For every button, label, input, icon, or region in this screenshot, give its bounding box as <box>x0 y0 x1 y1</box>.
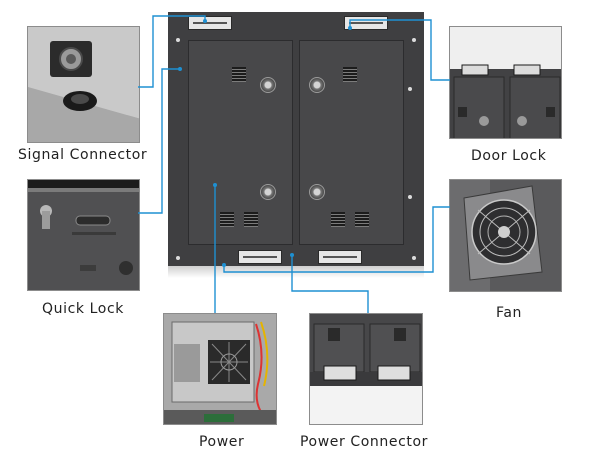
fan-leader <box>223 206 450 273</box>
power-connector-leader <box>291 255 369 313</box>
fan-photo <box>449 179 562 292</box>
door-lock-illustration <box>450 27 561 138</box>
bolt-icon <box>176 256 180 260</box>
power-label: Power <box>199 434 245 450</box>
quick-lock-photo <box>27 179 140 291</box>
door-lock-knob-icon <box>260 184 276 200</box>
fan-label: Fan <box>496 305 523 321</box>
signal-connector-label: Signal Connector <box>18 147 148 163</box>
power-connector-label: Power Connector <box>300 434 428 450</box>
quick-lock-leader <box>138 68 180 214</box>
door-lock-anchor <box>348 26 352 30</box>
door-lock-leader <box>349 19 450 81</box>
quick-lock-label: Quick Lock <box>42 301 124 317</box>
door-lock-knob-icon <box>309 184 325 200</box>
door-lock-photo <box>449 26 562 139</box>
bolt-icon <box>408 87 412 91</box>
signal-connector-leader <box>138 15 206 88</box>
quick-lock-handle-icon <box>188 16 232 30</box>
signal-connector-illustration <box>28 27 139 142</box>
power-illustration <box>164 314 276 424</box>
bolt-icon <box>408 195 412 199</box>
bolt-icon <box>412 256 416 260</box>
bolt-icon <box>412 38 416 42</box>
power-connector-handle-icon <box>318 250 362 264</box>
vent-icon <box>244 212 258 227</box>
power-connector-photo <box>309 313 423 425</box>
vent-icon <box>232 67 246 82</box>
power-anchor <box>213 183 217 187</box>
power-connector-illustration <box>310 314 422 424</box>
power-photo <box>163 313 277 425</box>
door-lock-knob-icon <box>309 77 325 93</box>
door-lock-label: Door Lock <box>471 148 547 164</box>
power-connector-anchor <box>290 253 294 257</box>
fan-anchor <box>222 263 226 267</box>
vent-icon <box>343 67 357 82</box>
quick-lock-anchor <box>178 67 182 71</box>
signal-connector-photo <box>27 26 140 143</box>
bolt-icon <box>176 38 180 42</box>
signal-connector-anchor <box>203 19 207 23</box>
power-connector-handle-icon <box>238 250 282 264</box>
led-cabinet <box>168 12 424 266</box>
door-lock-knob-icon <box>260 77 276 93</box>
vent-icon <box>355 212 369 227</box>
vent-icon <box>331 212 345 227</box>
vent-icon <box>220 212 234 227</box>
fan-illustration <box>450 180 561 291</box>
quick-lock-illustration <box>28 180 139 290</box>
